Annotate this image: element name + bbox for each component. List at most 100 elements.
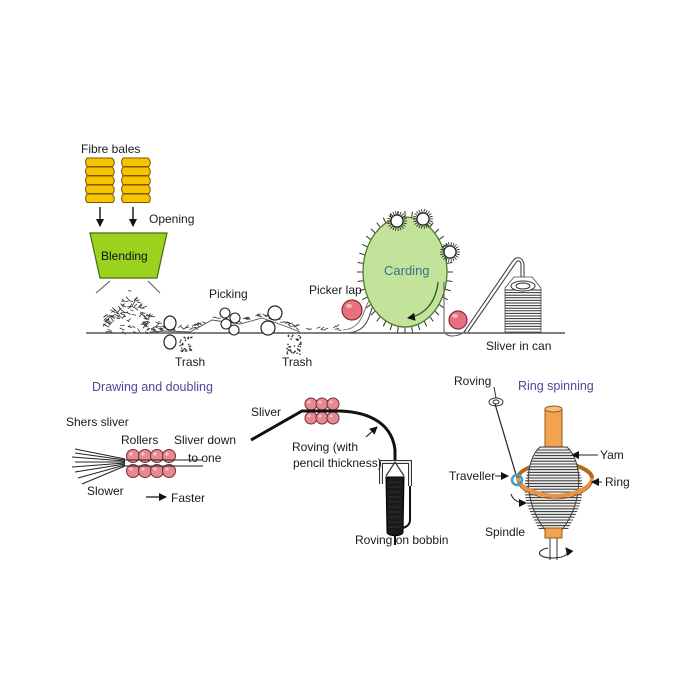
fibre [146, 316, 150, 320]
flat-spike [427, 221, 432, 225]
to-one-label: to one [188, 451, 222, 465]
shers-sliver-label: Shers sliver [66, 415, 129, 429]
fibre [110, 314, 115, 318]
bale [85, 175, 115, 185]
trash-dot [188, 347, 191, 350]
fibre [120, 299, 125, 302]
drum-tooth [382, 217, 387, 224]
fibre [138, 303, 143, 307]
drum-tooth [429, 316, 434, 322]
carding-drum [362, 216, 448, 328]
flat-roller [443, 245, 457, 259]
picker-lap-label: Picker lap [309, 283, 362, 297]
flat-roller [416, 212, 430, 226]
trash-dot [184, 350, 187, 352]
flat-spike [426, 211, 430, 215]
doffer-web [443, 282, 467, 337]
fibre [185, 324, 189, 329]
blending-hopper [89, 232, 168, 279]
fibre [137, 328, 141, 333]
flat-spike [454, 246, 459, 250]
traveller-rotation-arrow [510, 493, 527, 507]
trash-dot [292, 334, 294, 337]
flat-spike [448, 257, 450, 262]
bale [85, 193, 115, 203]
flat-spike [402, 222, 407, 225]
roller-highlight [307, 414, 311, 418]
trash-dot [287, 335, 290, 338]
spindle-label: Spindle [485, 525, 526, 539]
flat-spike [454, 254, 459, 258]
fibre [291, 323, 296, 327]
roving-roller [326, 411, 340, 425]
fibre [132, 325, 136, 329]
fibre [283, 321, 288, 325]
fibre [154, 323, 160, 328]
trash-dot [292, 352, 295, 354]
spindle-rotation-arrow [539, 547, 574, 559]
fibre [159, 328, 164, 331]
drawing-input-slivers [71, 448, 126, 485]
drum-tooth [396, 326, 399, 333]
drum-tooth [444, 288, 451, 292]
fibre [243, 316, 248, 319]
trash-dot [291, 335, 293, 338]
drum-tooth [365, 235, 372, 241]
flat-spike [445, 242, 448, 247]
flat-spike [390, 225, 394, 229]
faster-label: Faster [171, 491, 206, 505]
fibre [189, 327, 193, 331]
flat-spike [441, 246, 446, 250]
flat-spike [388, 215, 393, 219]
roller-highlight [318, 414, 322, 418]
flat-spike [387, 222, 392, 225]
flat-spike [452, 242, 455, 247]
trash-dot [286, 352, 289, 355]
trash-dot [191, 336, 193, 339]
trash-dot [188, 343, 190, 346]
picking-label: Picking [209, 287, 248, 301]
fibre-bales-label: Fibre bales [81, 142, 141, 156]
fibre [114, 313, 119, 317]
fibre [178, 324, 182, 328]
opening-label: Opening [149, 212, 195, 226]
fibre [105, 319, 110, 323]
trash-dot [297, 345, 300, 348]
flat-spike [423, 209, 425, 214]
roving-sliver-label: Sliver [251, 405, 282, 419]
fibre [337, 329, 342, 331]
drum-tooth [357, 280, 364, 283]
fibre-flow [149, 313, 342, 333]
flat-spike [400, 225, 404, 229]
yarn-cop [524, 446, 583, 531]
can-top-coil [510, 280, 536, 292]
roller-highlight [153, 452, 157, 456]
fibre [143, 314, 148, 319]
trash-dot [184, 339, 187, 342]
pencil-thickness-label: pencil thickness) [293, 456, 382, 470]
flat-spike [414, 221, 419, 225]
flat-spike [440, 253, 445, 256]
fibre [146, 313, 151, 318]
fibre [295, 327, 300, 331]
drum-tooth [446, 280, 453, 283]
trash-dot [187, 336, 190, 339]
drum-tooth [365, 303, 372, 309]
fibre [155, 321, 161, 323]
fibre [198, 322, 203, 326]
flat-spike [414, 213, 419, 217]
flat-spike [453, 256, 457, 260]
bale [85, 166, 115, 176]
trash-dot [189, 345, 192, 347]
fibre [132, 303, 138, 308]
doffer-highlight [452, 314, 458, 318]
ring-label: Ring [605, 475, 630, 489]
flat-spike [450, 257, 452, 262]
fibre [139, 306, 143, 309]
roving-pointer-arrow [365, 426, 378, 438]
drawing-output-sliver [125, 459, 203, 467]
drawing-roller [162, 464, 176, 478]
fibre [139, 313, 144, 317]
flat-spike [392, 226, 395, 231]
roving-bobbin [385, 476, 405, 537]
